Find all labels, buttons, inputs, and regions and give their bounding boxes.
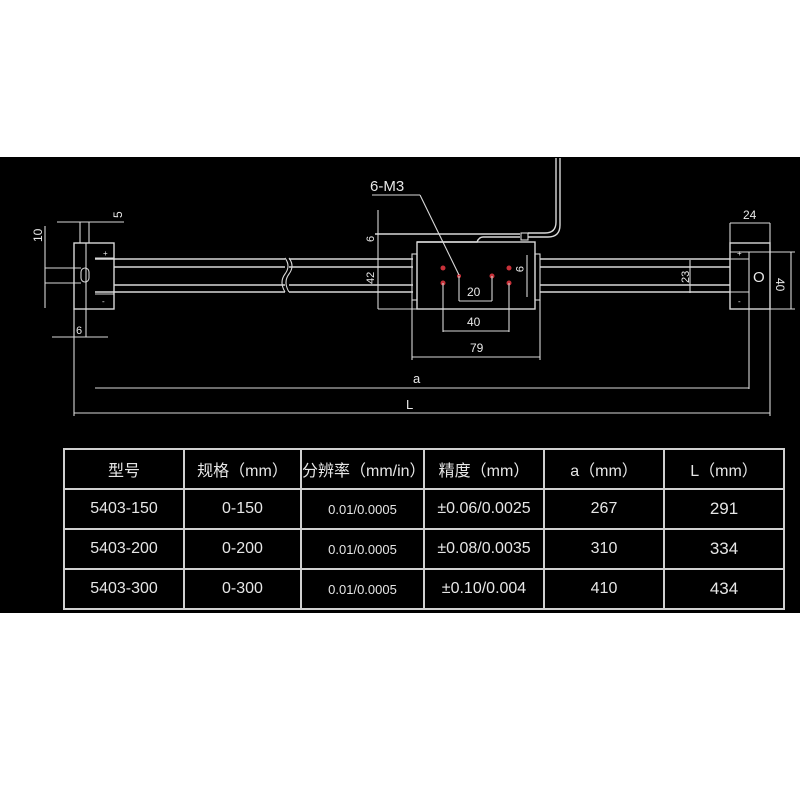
dim-left-height: 10	[31, 228, 45, 242]
left-plus-sign: +	[103, 249, 108, 258]
cell-a: 267	[543, 488, 665, 530]
rails	[95, 257, 730, 293]
table-row: 5403-150 0-150 0.01/0.0005 ±0.06/0.0025 …	[63, 488, 785, 530]
cell-resolution: 0.01/0.0005	[300, 528, 425, 570]
header-L: L（mm）	[663, 448, 785, 490]
cell-accuracy: ±0.06/0.0025	[423, 488, 545, 530]
carriage: 6-M3 6 42 9 20 40 79	[365, 158, 561, 360]
overall-dimensions: a L	[73, 309, 771, 416]
right-plus-sign: +	[737, 249, 742, 258]
left-minus-sign: -	[102, 297, 105, 306]
table-row: 5403-200 0-200 0.01/0.0005 ±0.08/0.0035 …	[63, 528, 785, 570]
right-end-block: + - O 24 40 23	[680, 208, 795, 310]
cell-model: 5403-150	[63, 488, 185, 530]
dim-left-width: 5	[111, 211, 125, 218]
cell-accuracy: ±0.10/0.004	[423, 568, 545, 610]
dim-carriage-width: 79	[470, 341, 484, 355]
header-a: a（mm）	[543, 448, 665, 490]
dim-right-width: 24	[743, 208, 757, 222]
dim-carriage-height: 42	[365, 272, 377, 284]
cell-resolution: 0.01/0.0005	[300, 488, 425, 530]
cell-range: 0-300	[183, 568, 302, 610]
table-row: 5403-300 0-300 0.01/0.0005 ±0.10/0.004 4…	[63, 568, 785, 610]
cell-L: 434	[663, 568, 785, 610]
cell-resolution: 0.01/0.0005	[300, 568, 425, 610]
right-minus-sign: -	[738, 297, 741, 306]
right-end-symbol: O	[753, 269, 765, 286]
cell-range: 0-150	[183, 488, 302, 530]
dim-hole-outer: 40	[467, 315, 481, 329]
dim-right-height: 40	[773, 278, 787, 292]
header-model: 型号	[63, 448, 185, 490]
dim-rail-gap: 23	[680, 271, 692, 283]
spec-table: 型号 规格（mm） 分辨率（mm/in） 精度（mm） a（mm） L（mm） …	[63, 448, 785, 610]
dim-L: L	[406, 397, 413, 412]
dim-carriage-side: 9	[513, 266, 525, 272]
header-range: 规格（mm）	[183, 448, 302, 490]
header-accuracy: 精度（mm）	[423, 448, 545, 490]
left-end-block: + - 5 10 6	[31, 211, 125, 338]
cell-a: 410	[543, 568, 665, 610]
dim-left-bottom: 6	[76, 325, 82, 337]
dim-carriage-top: 6	[365, 236, 377, 242]
header-resolution: 分辨率（mm/in）	[300, 448, 426, 490]
cell-L: 291	[663, 488, 785, 530]
cell-model: 5403-200	[63, 528, 185, 570]
dim-hole-inner: 20	[467, 285, 481, 299]
thread-callout: 6-M3	[370, 178, 404, 195]
dim-a: a	[413, 371, 421, 386]
table-header-row: 型号 规格（mm） 分辨率（mm/in） 精度（mm） a（mm） L（mm）	[63, 448, 785, 490]
cell-model: 5403-300	[63, 568, 185, 610]
cell-accuracy: ±0.08/0.0035	[423, 528, 545, 570]
cell-range: 0-200	[183, 528, 302, 570]
cell-a: 310	[543, 528, 665, 570]
cell-L: 334	[663, 528, 785, 570]
